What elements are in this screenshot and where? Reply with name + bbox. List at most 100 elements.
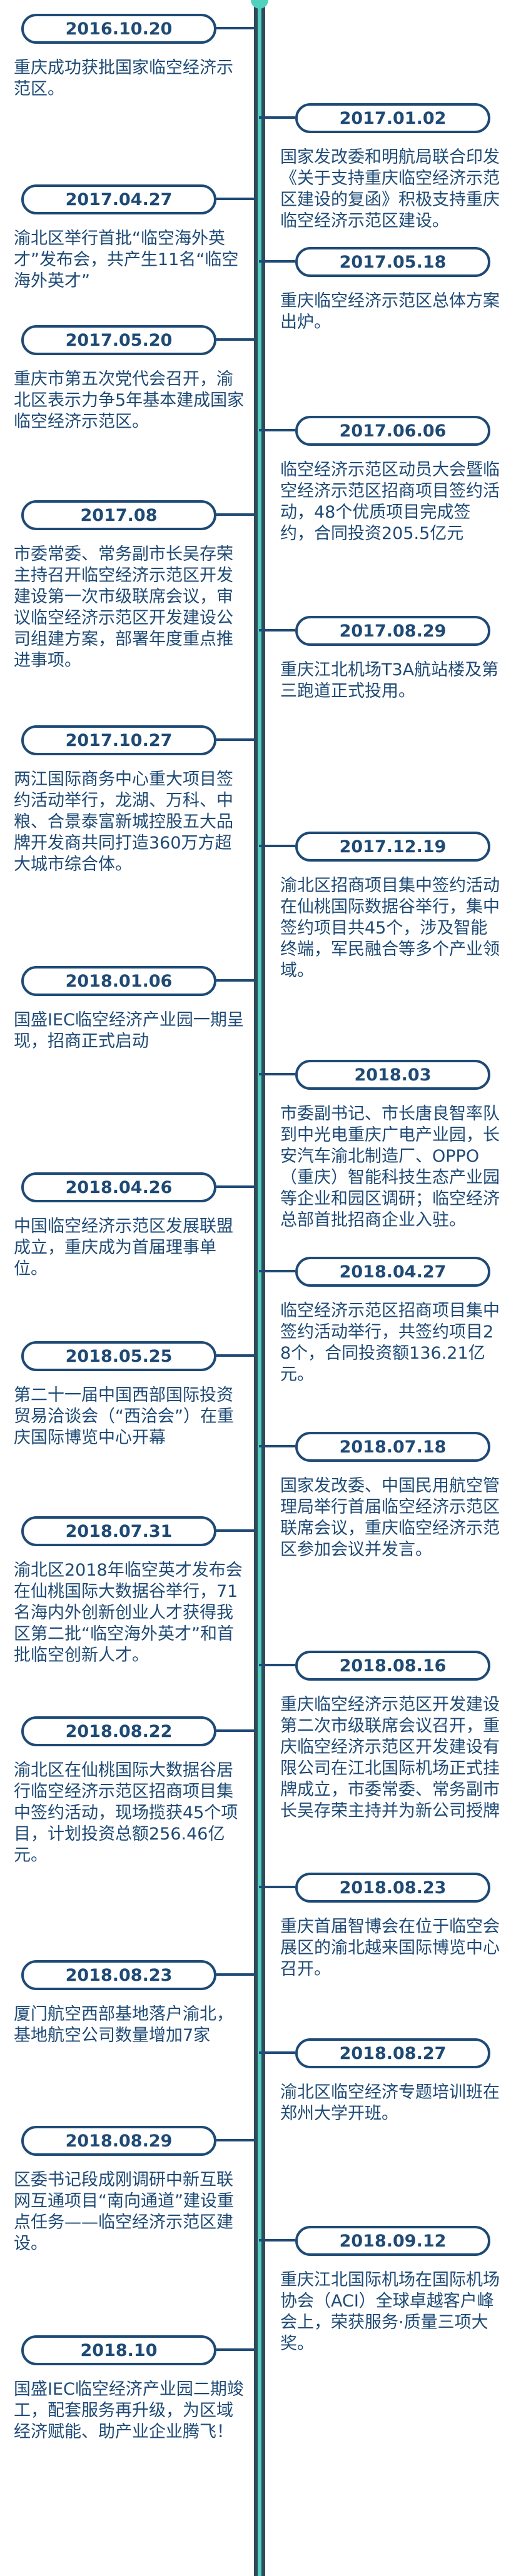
timeline-connector bbox=[216, 338, 254, 341]
timeline-connector bbox=[216, 1529, 254, 1532]
timeline-connector bbox=[259, 2239, 295, 2241]
timeline-event-text: 重庆市第五次党代会召开，渝北区表示力争5年基本建成国家临空经济示范区。 bbox=[14, 370, 245, 431]
timeline-date: 2017.12.19 bbox=[295, 832, 490, 862]
timeline-connector bbox=[216, 2348, 254, 2351]
timeline-event-text: 第二十一届中国西部国际投资贸易洽谈会（“西洽会”）在重庆国际博览中心开幕 bbox=[14, 1386, 234, 1447]
timeline-connector bbox=[259, 845, 295, 847]
timeline-entry: 2018.10 国盛IEC临空经济产业园二期竣工，配套服务再升级，为区域经济赋能、… bbox=[6, 2335, 254, 2443]
timeline-date: 2018.09.12 bbox=[295, 2226, 490, 2256]
timeline-entry: 2017.01.02 国家发改委和明航局联合印发《关于支持重庆临空经济示范区建设的… bbox=[259, 103, 509, 232]
timeline-connector bbox=[216, 1185, 254, 1188]
timeline-date: 2018.01.06 bbox=[21, 966, 216, 996]
timeline-connector bbox=[216, 1354, 254, 1357]
timeline-date: 2017.04.27 bbox=[21, 184, 216, 214]
timeline-entry: 2018.03 市委副书记、市长唐良智率队到中光电重庆广电产业园，长安汽车渝北制造… bbox=[259, 1060, 509, 1231]
timeline-date: 2018.10 bbox=[21, 2335, 216, 2365]
timeline-axis bbox=[254, 0, 265, 2576]
timeline-event-text: 渝北区在仙桃国际大数据谷居行临空经济示范区招商项目集中签约活动，现场揽获45个项… bbox=[14, 1761, 238, 1865]
timeline-entry: 2018.05.25 第二十一届中国西部国际投资贸易洽谈会（“西洽会”）在重庆国际… bbox=[6, 1341, 254, 1449]
timeline-event-text: 市委副书记、市长唐良智率队到中光电重庆广电产业园，长安汽车渝北制造厂、OPPO（… bbox=[280, 1104, 500, 1230]
timeline-event-text: 国家发改委、中国民用航空管理局举行首届临空经济示范区联席会议，重庆临空经济示范区… bbox=[280, 1476, 500, 1559]
timeline-top-cap bbox=[251, 0, 268, 9]
timeline-event-text: 国盛IEC临空经济产业园一期呈现，招商正式启动 bbox=[14, 1010, 244, 1051]
timeline-event-text: 国盛IEC临空经济产业园二期竣工，配套服务再升级，为区域经济赋能、助产业企业腾飞… bbox=[14, 2380, 244, 2442]
timeline-connector bbox=[259, 1073, 295, 1075]
timeline-date: 2018.08.27 bbox=[295, 2038, 490, 2068]
timeline-date: 2017.05.20 bbox=[21, 325, 216, 355]
timeline-date: 2018.05.25 bbox=[21, 1341, 216, 1371]
timeline-date: 2018.08.23 bbox=[21, 1960, 216, 1990]
timeline-event-text: 市委常委、常务副市长吴存荣主持召开临空经济示范区开发建设第一次市级联席会议，审议… bbox=[14, 545, 233, 670]
timeline-connector bbox=[216, 979, 254, 982]
timeline-event-text: 渝北区举行首批“临空海外英才”发布会，共产生11名“临空海外英才” bbox=[14, 229, 239, 291]
timeline-date: 2018.08.23 bbox=[295, 1873, 490, 1903]
timeline-date: 2017.06.06 bbox=[295, 416, 490, 446]
timeline-event-text: 重庆临空经济示范区总体方案出炉。 bbox=[280, 291, 500, 332]
timeline-entry: 2018.08.27 渝北区临空经济专题培训班在郑州大学开班。 bbox=[259, 2038, 509, 2125]
timeline-event-text: 重庆成功获批国家临空经济示范区。 bbox=[14, 58, 233, 99]
timeline-entry: 2018.08.23 厦门航空西部基地落户渝北，基地航空公司数量增加7家 bbox=[6, 1960, 254, 2046]
timeline-entry: 2018.09.12 重庆江北国际机场在国际机场协会（ACI）全球卓越客户峰会上，… bbox=[259, 2226, 509, 2355]
timeline-connector bbox=[259, 629, 295, 631]
timeline-entry: 2018.07.18 国家发改委、中国民用航空管理局举行首届临空经济示范区联席会议… bbox=[259, 1432, 509, 1561]
timeline-event-text: 渝北区2018年临空英才发布会在仙桃国际大数据谷举行，71名海内外创新创业人才获… bbox=[14, 1561, 243, 1665]
timeline-connector bbox=[259, 260, 295, 263]
timeline-connector bbox=[259, 1270, 295, 1272]
timeline-date: 2018.03 bbox=[295, 1060, 490, 1090]
timeline-date: 2018.07.31 bbox=[21, 1516, 216, 1546]
timeline-date: 2018.04.27 bbox=[295, 1257, 490, 1287]
timeline-entry: 2017.06.06 临空经济示范区动员大会暨临空经济示范区招商项目签约活动，48… bbox=[259, 416, 509, 545]
timeline-entry: 2018.08.23 重庆首届智博会在位于临空会展区的渝北越来国际博览中心召开。 bbox=[259, 1873, 509, 1980]
timeline-date: 2017.01.02 bbox=[295, 103, 490, 133]
timeline-entry: 2018.08.22 渝北区在仙桃国际大数据谷居行临空经济示范区招商项目集中签约活… bbox=[6, 1716, 254, 1866]
timeline-entry: 2017.08 市委常委、常务副市长吴存荣主持召开临空经济示范区开发建设第一次市级… bbox=[6, 500, 254, 672]
timeline-event-text: 渝北区招商项目集中签约活动在仙桃国际数据谷举行，集中签约项目共45个，涉及智能终… bbox=[280, 876, 500, 980]
timeline-connector bbox=[216, 738, 254, 741]
timeline-event-text: 渝北区临空经济专题培训班在郑州大学开班。 bbox=[280, 2083, 500, 2123]
timeline-connector bbox=[216, 27, 254, 29]
timeline-entry: 2016.10.20 重庆成功获批国家临空经济示范区。 bbox=[6, 14, 254, 100]
timeline-connector bbox=[259, 1445, 295, 1447]
timeline-date: 2017.08 bbox=[21, 500, 216, 530]
timeline-entry: 2018.08.16 重庆临空经济示范区开发建设第二次市级联席会议召开，重庆临空经… bbox=[259, 1651, 509, 1822]
timeline-date: 2018.08.16 bbox=[295, 1651, 490, 1681]
timeline-connector bbox=[216, 513, 254, 516]
timeline-connector bbox=[216, 1729, 254, 1732]
timeline-entry: 2018.07.31 渝北区2018年临空英才发布会在仙桃国际大数据谷举行，71名… bbox=[6, 1516, 254, 1666]
timeline-date: 2017.05.18 bbox=[295, 247, 490, 277]
timeline-event-text: 重庆江北国际机场在国际机场协会（ACI）全球卓越客户峰会上，荣获服务·质量三项大… bbox=[280, 2270, 500, 2353]
timeline-connector bbox=[259, 1886, 295, 1888]
timeline-event-text: 两江国际商务中心重大项目签约活动举行，龙湖、万科、中粮、合景泰富新城控股五大品牌… bbox=[14, 770, 233, 874]
timeline-event-text: 临空经济示范区动员大会暨临空经济示范区招商项目签约活动，48个优质项目完成签约，… bbox=[280, 460, 500, 543]
timeline-connector bbox=[216, 198, 254, 200]
timeline-event-text: 区委书记段成刚调研中新互联网互通项目“南向通道”建设重点任务——临空经济示范区建… bbox=[14, 2170, 234, 2253]
timeline-entry: 2018.08.29 区委书记段成刚调研中新互联网互通项目“南向通道”建设重点任务… bbox=[6, 2126, 254, 2255]
timeline-date: 2018.08.29 bbox=[21, 2126, 216, 2156]
timeline-connector bbox=[216, 1973, 254, 1976]
timeline-event-text: 厦门航空西部基地落户渝北，基地航空公司数量增加7家 bbox=[14, 2005, 233, 2045]
timeline-date: 2017.08.29 bbox=[295, 616, 490, 646]
timeline-event-text: 重庆首届智博会在位于临空会展区的渝北越来国际博览中心召开。 bbox=[280, 1917, 500, 1979]
timeline-connector bbox=[216, 2139, 254, 2141]
timeline-entry: 2017.04.27 渝北区举行首批“临空海外英才”发布会，共产生11名“临空海外… bbox=[6, 184, 254, 292]
timeline-event-text: 重庆临空经济示范区开发建设第二次市级联席会议召开，重庆临空经济示范区开发建设有限… bbox=[280, 1695, 500, 1821]
timeline-date: 2018.08.22 bbox=[21, 1716, 216, 1746]
timeline-entry: 2017.08.29 重庆江北机场T3A航站楼及第三跑道正式投用。 bbox=[259, 616, 509, 702]
timeline-entry: 2018.01.06 国盛IEC临空经济产业园一期呈现，招商正式启动 bbox=[6, 966, 254, 1052]
timeline-connector bbox=[259, 116, 295, 119]
timeline-entry: 2017.12.19 渝北区招商项目集中签约活动在仙桃国际数据谷举行，集中签约项目… bbox=[259, 832, 509, 982]
timeline-date: 2018.04.26 bbox=[21, 1172, 216, 1202]
timeline-event-text: 重庆江北机场T3A航站楼及第三跑道正式投用。 bbox=[280, 660, 499, 701]
timeline-connector bbox=[259, 429, 295, 431]
timeline-entry: 2017.05.20 重庆市第五次党代会召开，渝北区表示力争5年基本建成国家临空经… bbox=[6, 325, 254, 433]
timeline-connector bbox=[259, 1664, 295, 1666]
timeline-date: 2016.10.20 bbox=[21, 14, 216, 44]
timeline-entry: 2017.05.18 重庆临空经济示范区总体方案出炉。 bbox=[259, 247, 509, 333]
timeline-event-text: 中国临空经济示范区发展联盟成立，重庆成为首届理事单位。 bbox=[14, 1217, 233, 1279]
timeline-date: 2018.07.18 bbox=[295, 1432, 490, 1462]
timeline-event-text: 国家发改委和明航局联合印发《关于支持重庆临空经济示范区建设的复函》积极支持重庆临… bbox=[280, 148, 500, 231]
timeline-entry: 2018.04.26 中国临空经济示范区发展联盟成立，重庆成为首届理事单位。 bbox=[6, 1172, 254, 1280]
timeline-event-text: 临空经济示范区招商项目集中签约活动举行，共签约项目28个，合同投资额136.21… bbox=[280, 1301, 500, 1384]
timeline-connector bbox=[259, 2051, 295, 2054]
